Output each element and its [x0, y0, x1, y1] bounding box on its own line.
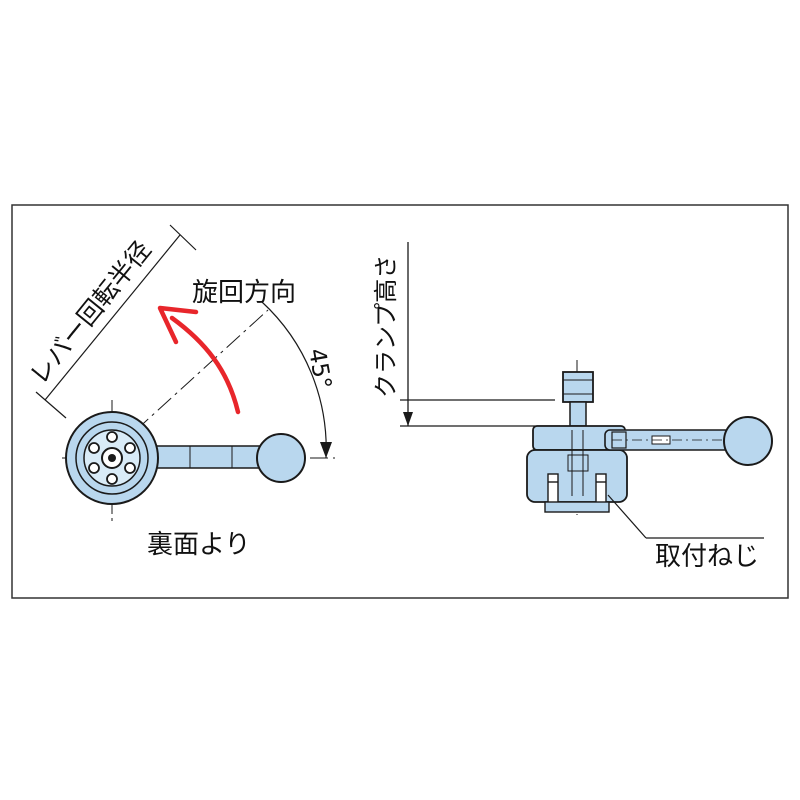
spindle [569, 401, 587, 427]
side-lever-knob [723, 416, 773, 466]
mounting-screw-label: 取付ねじ [655, 542, 759, 572]
rotation-direction-label: 旋回方向 [192, 278, 296, 308]
clamp-head [562, 371, 594, 403]
angle-arc-arrowhead [320, 442, 332, 458]
lever-radius-dimension [35, 224, 197, 419]
diagram-frame [11, 204, 789, 599]
side-view: クランプ高さ [372, 242, 773, 572]
internal-lines [567, 430, 589, 496]
lever-knob [256, 433, 306, 483]
bolt-holes [88, 431, 136, 485]
back-view-caption: 裏面より [147, 530, 250, 560]
base-plate [544, 501, 610, 513]
clamp-height-label: クランプ高さ [372, 255, 400, 398]
lever-arm [149, 445, 273, 469]
clamp-body [526, 449, 628, 503]
rotation-arrowhead [157, 305, 199, 345]
rotation-arrow [169, 315, 241, 415]
angle-arc [261, 301, 327, 459]
mounting-screw-leader [607, 494, 647, 539]
